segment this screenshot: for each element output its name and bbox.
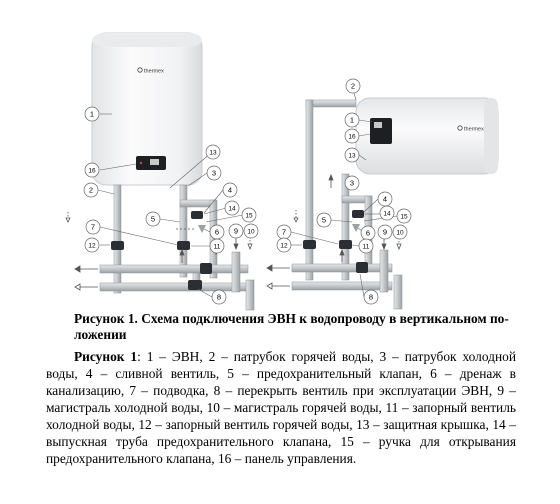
legend-lead: Рисунок 1 [74,349,138,364]
left-label-16: 16 [84,162,100,178]
left-label-3: 3 [206,165,222,181]
svg-text:15: 15 [245,213,253,220]
svg-text:8: 8 [217,293,221,302]
svg-text:2: 2 [89,186,93,195]
svg-text:3: 3 [350,179,354,188]
svg-text:6: 6 [215,228,219,237]
left-valves [111,211,212,290]
left-label-1: 1 [84,106,100,122]
svg-text:5: 5 [322,216,326,225]
left-pipes [99,184,255,311]
figure-caption: Рисунок 1. Схема подключения ЭВН к водоп… [74,311,509,342]
right-heater: thermex [355,97,499,175]
left-label-15: 15 [241,207,257,223]
left-label-7: 7 [85,219,101,235]
svg-text:16: 16 [348,134,356,141]
svg-text:15: 15 [400,214,408,221]
right-label-8: 8 [363,289,379,305]
left-label-4: 4 [222,182,238,198]
svg-text:1: 1 [350,116,354,125]
svg-text:7: 7 [282,228,286,237]
left-label-11: 11 [209,238,225,254]
svg-text:10: 10 [396,230,404,237]
right-label-7: 7 [276,224,292,240]
left-label-13: 13 [205,144,221,160]
right-label-2: 2 [345,78,361,94]
right-diagram: thermex [266,78,499,310]
svg-text:11: 11 [363,244,370,251]
svg-text:12: 12 [88,243,96,250]
svg-text:4: 4 [383,195,387,204]
legend-text: : 1 – ЭВН, 2 – патрубок горячей воды, 3 … [46,349,516,466]
right-valves [303,210,368,273]
right-label-5: 5 [316,212,332,228]
svg-text:7: 7 [91,223,95,232]
right-label-14: 14 [379,205,395,221]
right-arrows [266,173,402,290]
svg-text:11: 11 [214,244,221,251]
svg-text:14: 14 [228,206,236,213]
right-label-15: 15 [396,208,412,224]
svg-text:12: 12 [280,243,288,250]
svg-text:1: 1 [90,110,94,119]
right-pipes [291,99,403,310]
diagram-svg: thermex [65,32,499,311]
left-label-5: 5 [145,211,161,227]
svg-text:2: 2 [351,82,355,91]
svg-text:14: 14 [383,211,391,218]
right-label-1: 1 [344,112,360,128]
right-label-4: 4 [377,191,393,207]
svg-text:6: 6 [366,229,370,238]
left-leaders [97,113,244,298]
svg-text:9: 9 [383,228,387,237]
svg-text:13: 13 [348,153,356,160]
svg-text:4: 4 [228,186,232,195]
right-label-12: 12 [276,237,292,253]
left-label-6: 6 [209,224,225,240]
svg-text:9: 9 [234,227,238,236]
right-label-11: 11 [358,238,374,254]
svg-text:16: 16 [88,168,96,175]
svg-text:5: 5 [151,215,155,224]
right-brand-logo-icon [457,125,463,131]
left-label-12: 12 [84,237,100,253]
left-label-9: 9 [228,223,244,239]
right-labels: 1 2 3 4 5 6 7 8 9 10 11 12 13 14 15 16 [276,78,412,305]
left-diagram: thermex [65,32,259,311]
right-label-10: 10 [392,224,408,240]
right-control-panel [370,118,392,144]
right-label-9: 9 [377,224,393,240]
left-label-14: 14 [224,200,240,216]
left-labels: 1 2 3 4 5 6 7 8 9 10 11 12 13 14 15 16 [83,106,259,305]
svg-text:13: 13 [209,150,217,157]
left-label-10: 10 [243,223,259,239]
figure-legend: Рисунок 1: 1 – ЭВН, 2 – патрубок горячей… [46,348,516,467]
svg-text:3: 3 [212,169,216,178]
right-label-16: 16 [344,128,360,144]
left-label-8: 8 [211,289,227,305]
svg-text:10: 10 [247,229,255,236]
right-brand-label: thermex [464,127,484,133]
right-label-6: 6 [360,225,376,241]
brand-logo-icon [137,67,143,73]
left-label-2: 2 [83,182,99,198]
right-label-3: 3 [344,175,360,191]
svg-text:8: 8 [369,293,373,302]
connection-diagrams: thermex [65,32,499,311]
brand-label: thermex [144,69,164,75]
right-label-13: 13 [344,147,360,163]
left-heater: thermex [91,32,203,186]
